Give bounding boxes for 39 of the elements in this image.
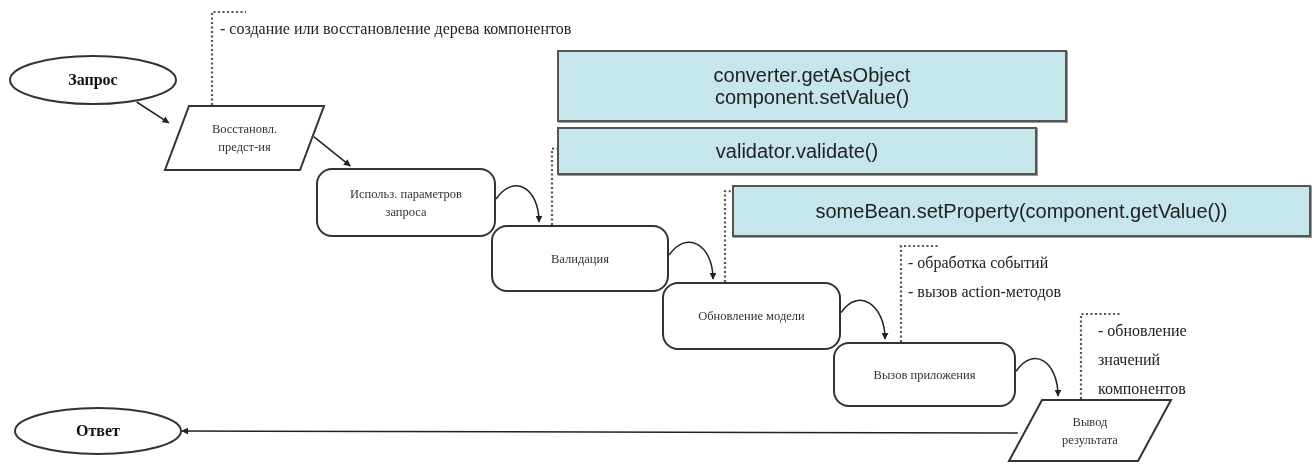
io-parallelogram (164, 105, 325, 171)
code-box (557, 50, 1067, 122)
code-text: component.setValue() (714, 86, 910, 108)
annotation-text: - создание или восстановление дерева компонентов (220, 19, 572, 40)
arrow (313, 135, 351, 167)
leader-line (899, 244, 940, 342)
code-text: converter.getAsObject (713, 64, 911, 86)
node-label: Восстановл. предст-ия (210, 121, 279, 156)
node-label: Использ. параметров запроса (349, 185, 463, 221)
annotation-text: - вызов action-методов (908, 282, 1062, 303)
arrow (181, 427, 1019, 435)
node-label: Обновление модели (697, 308, 806, 325)
code-text: validator.validate() (715, 140, 879, 162)
process-box (491, 225, 669, 292)
arrow (840, 299, 889, 340)
process-box (316, 168, 496, 237)
node-label: Вывод результата (1061, 413, 1119, 449)
code-text: someBean.setProperty(component.getValue()) (815, 200, 1228, 222)
annotation-text: - обновление значений компонентов (1098, 321, 1188, 399)
arrow (1015, 357, 1062, 397)
process-box (833, 342, 1016, 407)
leader-line (550, 147, 557, 225)
node-label: Ответ (76, 422, 120, 440)
arrow (495, 185, 543, 223)
leader-line (1079, 312, 1122, 399)
arrow (668, 241, 717, 280)
node-label: Запрос (68, 71, 118, 89)
io-parallelogram (1008, 399, 1172, 462)
leader-line (723, 190, 732, 282)
node-label: Валидация (550, 250, 610, 268)
node-label: Вызов приложения (872, 366, 977, 384)
leader-line (210, 10, 246, 105)
arrow (135, 101, 170, 124)
terminal-ellipse (14, 407, 182, 455)
terminal-ellipse (9, 55, 177, 105)
code-box (557, 127, 1037, 175)
process-box (662, 282, 841, 350)
code-box (732, 185, 1311, 237)
annotation-text: - обработка событий (908, 253, 1049, 274)
